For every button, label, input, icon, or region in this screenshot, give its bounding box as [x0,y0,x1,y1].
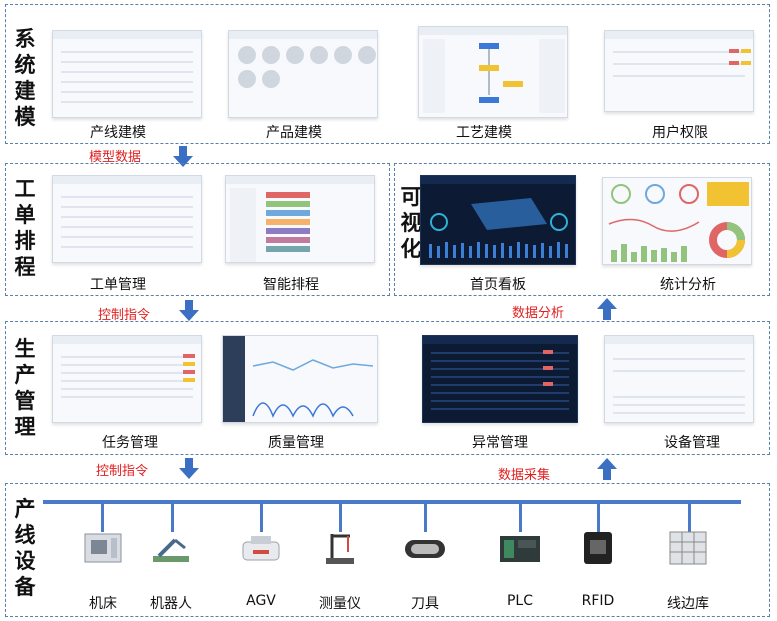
caption-dashboard: 首页看板 [470,277,526,293]
agv-icon [242,536,280,561]
robot-arm-icon [153,538,189,562]
screenshot-user-permissions [604,30,754,112]
plc-icon [500,536,540,562]
section-modeling-title: 系统建模 [14,27,36,129]
flow-label-data-analysis: 数据分析 [512,306,565,321]
caption-quality-management: 质量管理 [268,435,324,451]
arrow-up-icon [597,298,617,320]
caption-process-modeling: 工艺建模 [456,125,512,141]
device-machine-tool: 机床 [63,530,143,613]
equipment-bus-line [43,500,741,504]
screenshot-quality-management [222,335,378,423]
tool-magazine-icon [405,540,445,558]
warehouse-rack-icon [669,531,707,565]
flow-label-control-cmd-2: 控制指令 [96,464,149,479]
section-production-title: 生产管理 [14,337,36,439]
section-visualization-title: 可视化 [400,185,422,261]
caption-statistics: 统计分析 [660,277,716,293]
device-measuring-instrument: 测量仪 [300,530,380,613]
device-rfid: RFID [558,530,638,609]
flow-label-control-cmd-1: 控制指令 [98,308,151,323]
caption-task-management: 任务管理 [102,435,158,451]
rfid-reader-icon [584,532,612,564]
arrow-down-icon [179,300,199,321]
arrow-down-icon [173,146,193,167]
device-cutting-tool: 刀具 [385,530,465,613]
screenshot-dashboard [420,175,576,265]
section-scheduling [5,163,390,296]
device-robot: 机器人 [131,530,211,613]
screenshot-task-management [52,335,202,423]
device-plc: PLC [480,530,560,609]
section-production [5,321,770,455]
caption-equipment-management: 设备管理 [664,435,720,451]
caption-work-order: 工单管理 [90,277,146,293]
caption-user-permissions: 用户权限 [652,125,708,141]
section-visualization [394,163,770,296]
caption-smart-scheduling: 智能排程 [263,277,319,293]
screenshot-line-modeling [52,30,202,118]
section-scheduling-title: 工单排程 [14,177,36,279]
screenshot-process-modeling [418,26,568,118]
caption-exception-management: 异常管理 [472,435,528,451]
arrow-down-icon [179,458,199,479]
machine-tool-icon [84,533,122,563]
screenshot-work-order [52,175,202,263]
section-equipment [5,483,770,617]
device-agv: AGV [221,530,301,609]
flow-label-model-data: 模型数据 [89,150,142,165]
flow-label-data-collect: 数据采集 [498,468,551,483]
caption-line-modeling: 产线建模 [90,125,146,141]
caption-product-modeling: 产品建模 [266,125,322,141]
screenshot-exception-management [422,335,578,423]
section-modeling [5,4,770,144]
screenshot-smart-scheduling [225,175,375,263]
screenshot-equipment-management [604,335,754,423]
section-equipment-title: 产线设备 [14,497,36,599]
arrow-up-icon [597,458,617,480]
device-line-warehouse: 线边库 [648,530,728,613]
measuring-instrument-icon [326,534,354,564]
screenshot-product-modeling [228,30,378,118]
screenshot-statistics [602,177,752,265]
